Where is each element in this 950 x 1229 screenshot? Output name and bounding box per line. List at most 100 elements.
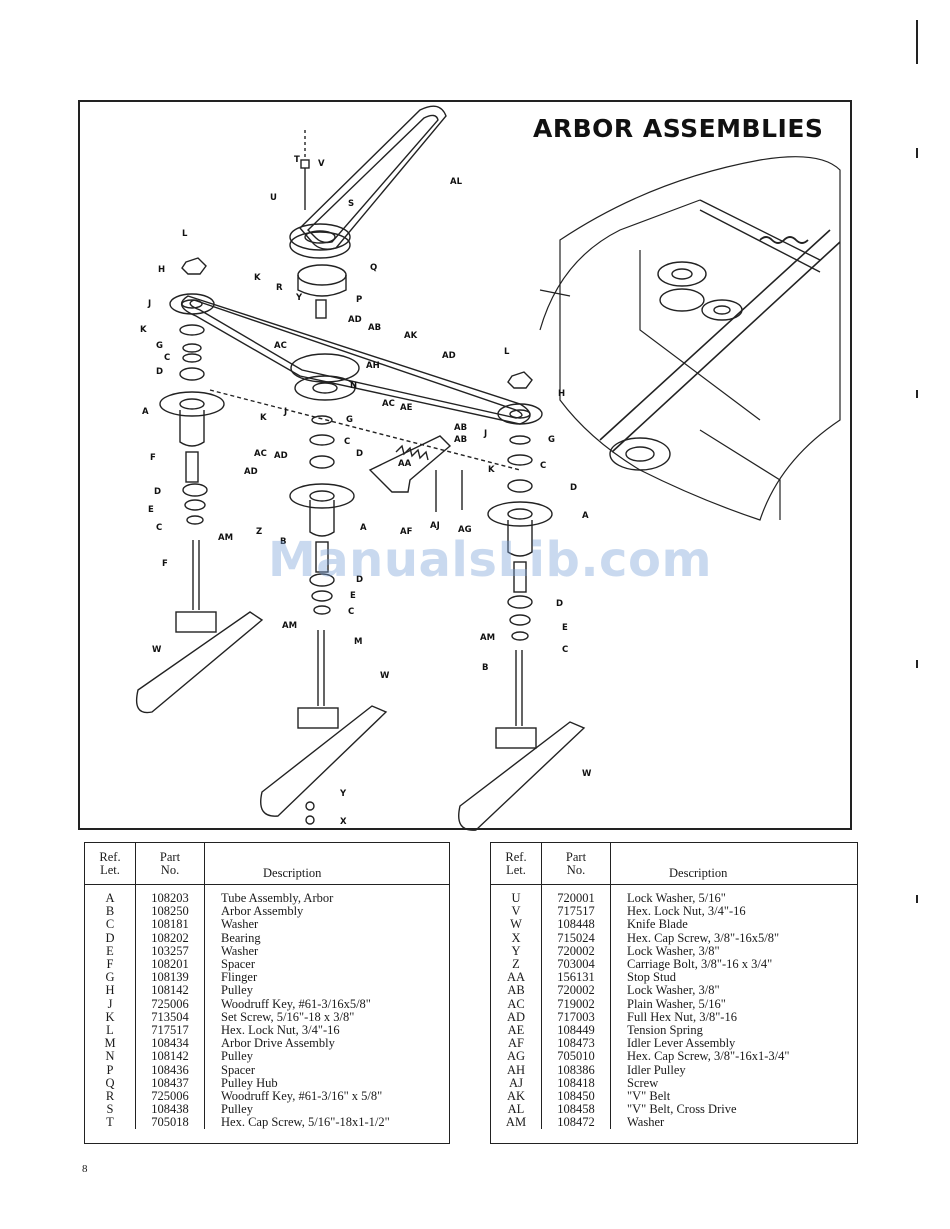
callout-label: F bbox=[162, 559, 168, 569]
callout-label: H bbox=[158, 265, 165, 275]
cell-description: Hex. Cap Screw, 3/8"-16x1-3/4" bbox=[627, 1049, 790, 1064]
pulley-hub bbox=[297, 264, 347, 286]
cell-description: Carriage Bolt, 3/8"-16 x 3/4" bbox=[627, 957, 773, 972]
callout-label: C bbox=[164, 353, 170, 363]
cell-part-number: 703004 bbox=[541, 957, 611, 972]
cell-description: Screw bbox=[627, 1075, 659, 1090]
cell-description: Woodruff Key, #61-3/16" x 5/8" bbox=[221, 1088, 383, 1103]
cell-part-number: 108202 bbox=[135, 931, 205, 945]
callout-label: S bbox=[348, 199, 354, 209]
callout-label: D bbox=[156, 367, 163, 377]
callout-label: A bbox=[142, 407, 149, 417]
cell-description: Spacer bbox=[221, 1062, 256, 1077]
column-header-ref: Ref. Let. bbox=[85, 843, 136, 885]
cell-description: Pulley bbox=[221, 983, 253, 998]
mower-deck-sketch bbox=[559, 156, 841, 521]
margin-mark bbox=[916, 20, 918, 64]
cell-ref: U bbox=[491, 884, 542, 906]
callout-label: Y bbox=[339, 789, 347, 799]
cell-part-number: 108438 bbox=[135, 1103, 205, 1117]
table-header-row: Ref. Let. Part No. Description bbox=[491, 843, 857, 885]
cell-ref: Z bbox=[491, 957, 542, 972]
cell-ref: W bbox=[491, 918, 542, 932]
cell-ref: AA bbox=[491, 971, 542, 985]
cell-ref: F bbox=[85, 957, 136, 972]
cell-part-number: 717517 bbox=[541, 905, 611, 919]
callout-label: E bbox=[562, 623, 568, 633]
cell-description: Full Hex Nut, 3/8"-16 bbox=[627, 1009, 737, 1024]
cell-ref: H bbox=[85, 984, 136, 998]
margin-mark bbox=[916, 895, 918, 903]
margin-mark bbox=[916, 390, 918, 398]
arbor-tube-middle bbox=[289, 483, 355, 509]
cell-description: "V" Belt, Cross Drive bbox=[627, 1102, 737, 1117]
cell-description: Washer bbox=[627, 1115, 665, 1130]
cell-part-number: 108139 bbox=[135, 971, 205, 985]
cell-ref: AL bbox=[491, 1103, 542, 1117]
cell-description: Washer bbox=[221, 917, 259, 932]
callout-label: AG bbox=[458, 525, 472, 535]
callout-label: AF bbox=[400, 527, 413, 537]
callout-label: U bbox=[270, 193, 277, 203]
callout-label: AE bbox=[400, 403, 413, 413]
callout-label: X bbox=[340, 817, 347, 827]
callout-label: G bbox=[346, 415, 353, 425]
cell-part-number: 717517 bbox=[135, 1023, 205, 1038]
cell-part-number: 108473 bbox=[541, 1037, 611, 1051]
callout-label: AC bbox=[254, 449, 267, 459]
callout-label: AA bbox=[398, 459, 412, 469]
column-header-description: Description bbox=[204, 843, 449, 885]
callout-label: D bbox=[154, 487, 161, 497]
cell-part-number: 715024 bbox=[541, 931, 611, 945]
tension-spring bbox=[395, 444, 429, 461]
callout-label: B bbox=[482, 663, 488, 673]
cell-description: Knife Blade bbox=[627, 917, 688, 932]
cell-ref: C bbox=[85, 918, 136, 932]
callout-label: Y bbox=[295, 293, 303, 303]
cell-ref: AC bbox=[491, 997, 542, 1011]
cell-part-number: 108449 bbox=[541, 1023, 611, 1038]
column-header-part: Part No. bbox=[541, 843, 611, 885]
cell-part-number: 108450 bbox=[541, 1089, 611, 1103]
callout-label: AD bbox=[442, 351, 456, 361]
callout-label: E bbox=[350, 591, 356, 601]
cell-part-number: 108418 bbox=[541, 1076, 611, 1090]
cell-ref: AD bbox=[491, 1010, 542, 1024]
table-header-row: Ref. Let. Part No. Description bbox=[85, 843, 449, 885]
callout-label: AC bbox=[382, 399, 395, 409]
column-header-part: Part No. bbox=[135, 843, 205, 885]
cell-part-number: 108201 bbox=[135, 957, 205, 972]
cell-description: Woodruff Key, #61-3/16x5/8" bbox=[221, 996, 371, 1011]
cell-ref: B bbox=[85, 905, 136, 919]
column-header-description: Description bbox=[610, 843, 857, 885]
callout-label: Q bbox=[370, 263, 377, 273]
callout-label: AH bbox=[366, 361, 380, 371]
cell-part-number: 713504 bbox=[135, 1010, 205, 1024]
cross-drive-belt bbox=[299, 105, 447, 250]
idler-lever bbox=[368, 435, 452, 493]
cell-ref: X bbox=[491, 931, 542, 945]
knife-blade-right bbox=[458, 721, 586, 831]
callout-label: AD bbox=[274, 451, 288, 461]
cell-ref: AG bbox=[491, 1050, 542, 1064]
cell-part-number: 108448 bbox=[541, 918, 611, 932]
cell-part-number: 717003 bbox=[541, 1010, 611, 1024]
column-header-ref: Ref. Let. bbox=[491, 843, 542, 885]
callout-label: AB bbox=[454, 423, 467, 433]
